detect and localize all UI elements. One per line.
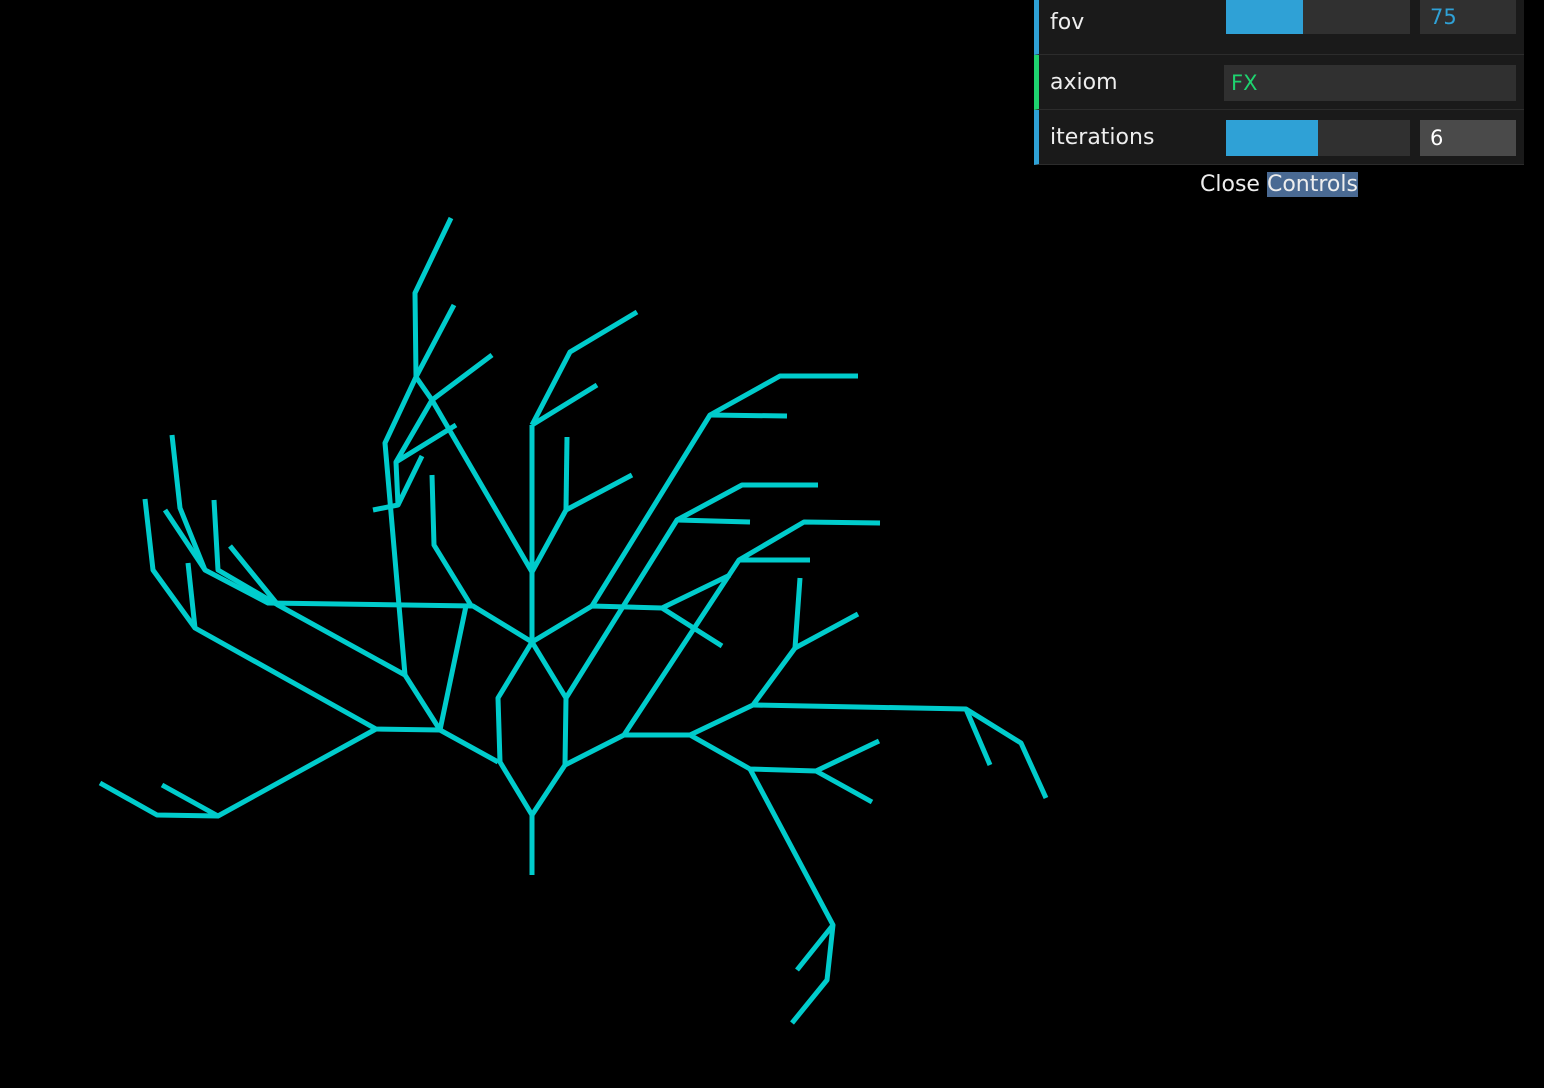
tree-branch: [564, 472, 634, 513]
iterations-slider-fill: [1226, 120, 1318, 156]
iterations-slider[interactable]: [1226, 120, 1410, 156]
fov-slider-fill: [1226, 0, 1304, 34]
iterations-label: iterations: [1050, 125, 1155, 150]
close-word: Close: [1200, 172, 1260, 197]
tree-branch: [795, 923, 835, 972]
tree-branch: [589, 373, 858, 608]
axiom-controller: axiom: [1034, 55, 1524, 110]
fov-controller: fov: [1034, 0, 1524, 55]
tree-branch: [747, 767, 836, 1025]
tree-branch: [676, 517, 751, 525]
tree-branch: [185, 562, 198, 629]
tree-branch: [793, 611, 860, 651]
fov-slider[interactable]: [1226, 0, 1410, 34]
tree-branch: [169, 434, 208, 571]
tree-branch: [437, 605, 469, 731]
tree-branch: [529, 309, 639, 427]
tree-branch: [563, 436, 570, 511]
tree-branch: [495, 639, 569, 875]
tree-branch: [429, 474, 475, 609]
close-controls-button[interactable]: Close Controls: [1034, 165, 1524, 209]
tree-branch: [412, 216, 454, 378]
tree-branch: [688, 732, 881, 774]
controls-panel: fov axiom iterations Close Controls: [1034, 0, 1524, 209]
tree-branch: [530, 382, 599, 428]
tree-branch: [98, 726, 378, 819]
fov-label: fov: [1050, 10, 1085, 35]
tree-branch: [393, 454, 425, 508]
axiom-label: axiom: [1050, 70, 1118, 95]
tree-branch: [660, 572, 732, 611]
tree-branch: [393, 398, 458, 465]
tree-branch: [529, 508, 569, 574]
iterations-controller: iterations: [1034, 110, 1524, 165]
tree-branch: [814, 768, 874, 805]
tree-branch: [963, 708, 993, 766]
tree-branch: [413, 303, 457, 379]
controls-word-highlight: Controls: [1266, 172, 1358, 197]
fov-value-input[interactable]: [1420, 0, 1516, 34]
tree-branch: [162, 508, 534, 645]
tree-branch: [211, 499, 280, 608]
tree-branch: [430, 353, 494, 402]
tree-branch: [160, 782, 220, 819]
axiom-input[interactable]: [1224, 65, 1516, 101]
tree-branch: [709, 412, 788, 419]
tree-branch: [563, 482, 818, 700]
tree-branch: [372, 502, 399, 513]
tree-branch: [228, 544, 407, 678]
iterations-value-input[interactable]: [1420, 120, 1516, 156]
tree-branch: [752, 702, 1049, 800]
tree-branch: [382, 374, 535, 765]
